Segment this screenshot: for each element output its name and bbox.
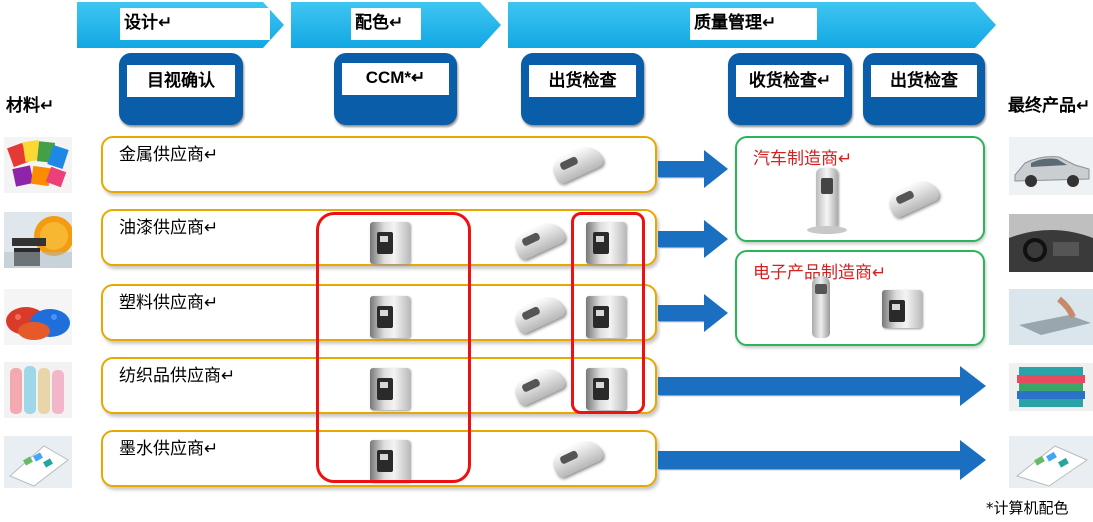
stage-design: 设计↵ bbox=[77, 2, 284, 48]
plastic-pellets-icon bbox=[4, 289, 72, 345]
inspection-highlight-frame bbox=[571, 212, 645, 414]
color-swatches-icon bbox=[4, 137, 72, 193]
printed-paper-icon bbox=[4, 436, 72, 488]
method-shipping-inspection-label: 出货检查 bbox=[529, 65, 636, 97]
method-receiving-inspection: 收货检查↵ bbox=[728, 53, 852, 125]
stage-quality-management-label: 质量管理↵ bbox=[690, 8, 817, 40]
method-visual-check: 目视确认 bbox=[119, 53, 243, 125]
supplier-name-textile: 纺织品供应商↵ bbox=[119, 366, 236, 386]
method-shipping-inspection-2-label: 出货检查 bbox=[871, 65, 977, 97]
benchtop-spectrophotometer-icon bbox=[370, 368, 410, 410]
flow-arrow-ink bbox=[658, 440, 988, 480]
flow-arrow-plastic bbox=[658, 294, 728, 332]
tower-spectrophotometer-icon bbox=[807, 168, 847, 234]
benchtop-spectrophotometer-icon bbox=[882, 290, 922, 328]
folded-textiles-icon bbox=[1009, 363, 1093, 411]
car-interior-icon bbox=[1009, 214, 1093, 272]
stage-color-matching-label: 配色↵ bbox=[351, 8, 421, 40]
flow-arrow-paint bbox=[658, 220, 728, 258]
method-visual-check-label: 目视确认 bbox=[127, 65, 235, 97]
footnote: *计算机配色 bbox=[986, 499, 1069, 517]
stage-color-matching: 配色↵ bbox=[291, 2, 501, 48]
supplier-name-ink: 墨水供应商↵ bbox=[119, 439, 219, 459]
yarn-spools-icon bbox=[4, 362, 72, 418]
handheld-colorimeter-icon bbox=[812, 276, 830, 338]
supplier-name-plastic: 塑料供应商↵ bbox=[119, 293, 219, 313]
manufacturer-name-automotive: 汽车制造商↵ bbox=[753, 149, 853, 169]
manufacturer-box-automotive: 汽车制造商↵ bbox=[735, 136, 985, 242]
benchtop-spectrophotometer-icon bbox=[586, 296, 626, 338]
benchtop-spectrophotometer-icon bbox=[370, 296, 410, 338]
car-icon bbox=[1009, 137, 1093, 195]
flow-arrow-metal bbox=[658, 150, 728, 188]
method-shipping-inspection-2: 出货检查 bbox=[863, 53, 985, 125]
method-shipping-inspection: 出货检查 bbox=[521, 53, 644, 125]
supplier-name-paint: 油漆供应商↵ bbox=[119, 218, 219, 238]
stage-quality-management: 质量管理↵ bbox=[508, 2, 996, 48]
manufacturer-name-electronics: 电子产品制造商↵ bbox=[753, 263, 887, 283]
method-ccm: CCM*↵ bbox=[334, 53, 457, 125]
stage-design-label: 设计↵ bbox=[120, 8, 270, 40]
laptop-icon bbox=[1009, 289, 1093, 345]
materials-label: 材料↵ bbox=[6, 96, 55, 116]
supplier-name-metal: 金属供应商↵ bbox=[119, 145, 219, 165]
ccm-highlight-frame bbox=[316, 212, 471, 483]
paint-can-icon bbox=[4, 212, 72, 268]
benchtop-spectrophotometer-icon bbox=[586, 222, 626, 264]
method-receiving-inspection-label: 收货检查↵ bbox=[736, 65, 844, 97]
benchtop-spectrophotometer-icon bbox=[586, 368, 626, 410]
flow-arrow-textile bbox=[658, 366, 988, 406]
printed-paper-icon bbox=[1009, 436, 1093, 488]
manufacturer-box-electronics: 电子产品制造商↵ bbox=[735, 250, 985, 346]
benchtop-spectrophotometer-icon bbox=[370, 440, 410, 482]
final-products-label: 最终产品↵ bbox=[1008, 96, 1091, 116]
method-ccm-label: CCM*↵ bbox=[342, 63, 449, 95]
supplier-row-metal: 金属供应商↵ bbox=[101, 136, 657, 193]
benchtop-spectrophotometer-icon bbox=[370, 222, 410, 264]
